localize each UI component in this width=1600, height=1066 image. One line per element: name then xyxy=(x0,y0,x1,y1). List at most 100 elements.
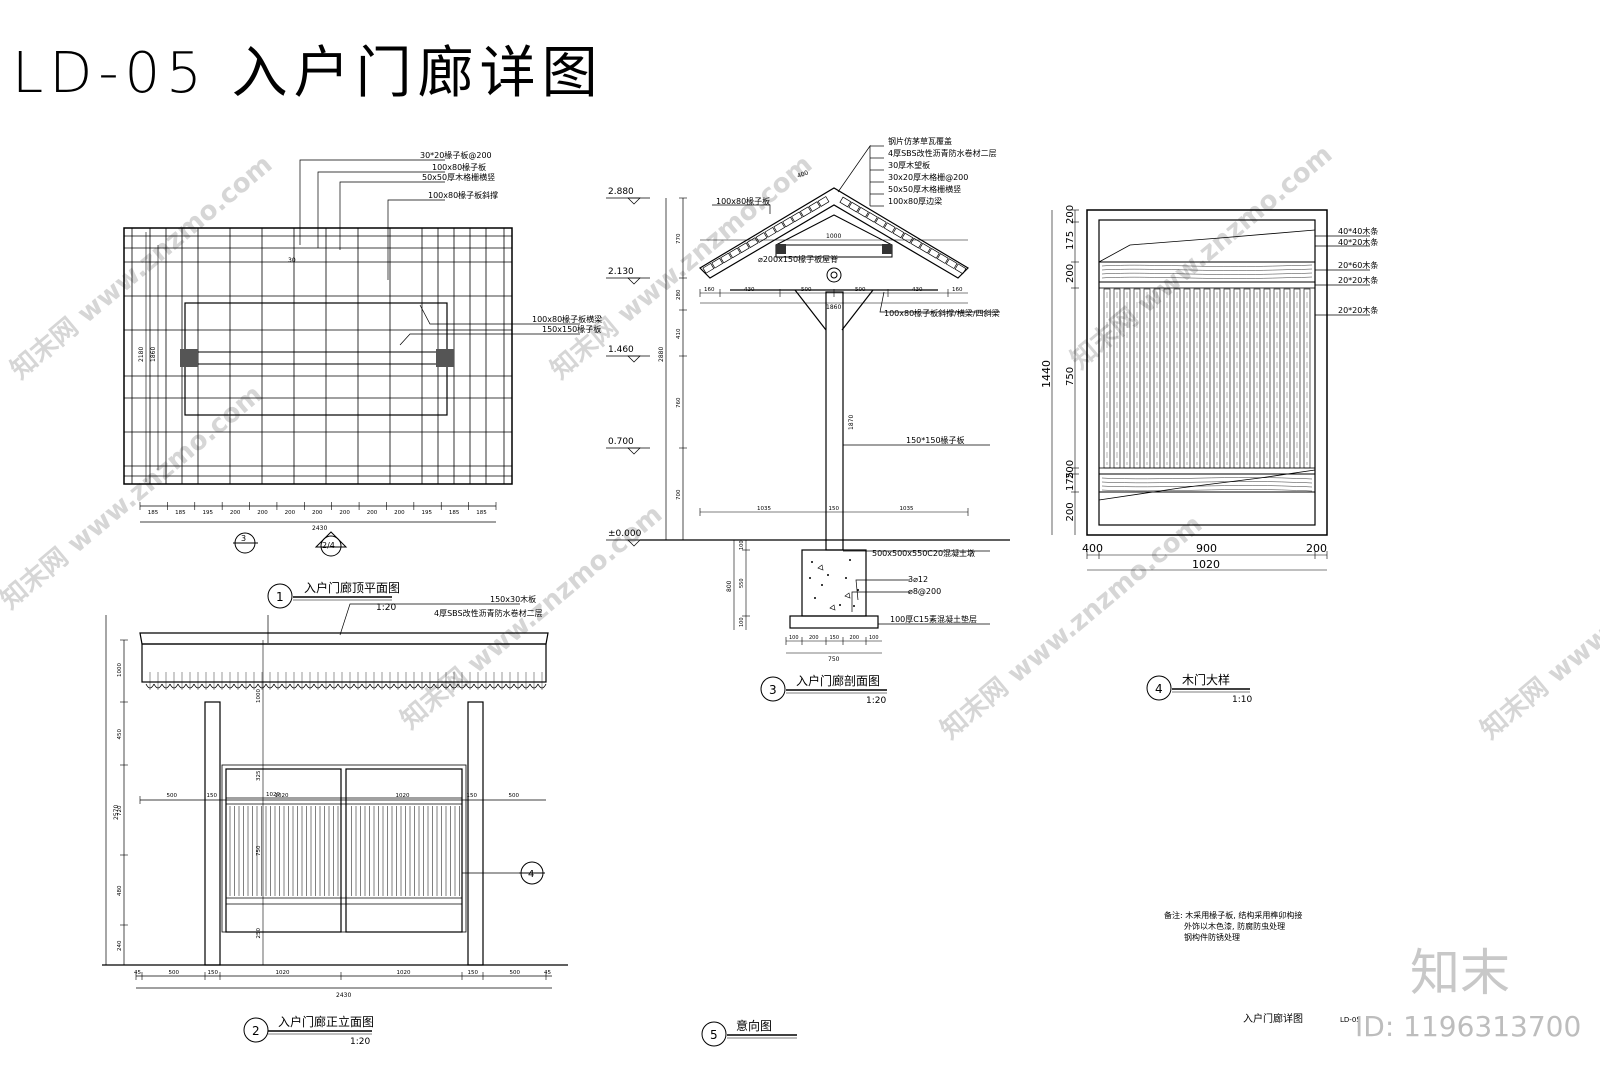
sec-top-dim: 500 xyxy=(855,287,866,293)
elev-door-frame xyxy=(221,764,467,933)
door-vert-dim: 175 xyxy=(1065,231,1076,250)
view-number-circle xyxy=(760,676,786,702)
roof-tile xyxy=(817,196,830,207)
sec-note: 钢片仿茅草瓦覆盖 xyxy=(888,136,952,146)
door-slats xyxy=(1103,288,1311,469)
elev-door-width: 1020 xyxy=(266,792,280,798)
sec-footing-note: 500x500x550C20混凝土墩 xyxy=(872,548,975,558)
elev-inner-dim: 250 xyxy=(256,928,262,939)
elev-side-dim: 720 xyxy=(117,805,123,816)
door-vtotal: 1440 xyxy=(1040,360,1053,388)
sec-top-dim: 500 xyxy=(801,287,812,293)
sec-footing-vdim: 100 xyxy=(739,617,745,627)
plan-note: 150x150椽子板 xyxy=(542,324,601,334)
door-frame-outer xyxy=(1086,209,1328,536)
elev-mid-dim: 1020 xyxy=(396,793,410,799)
roof-tile xyxy=(702,262,715,274)
door-rail-bottom-2 xyxy=(1098,473,1316,493)
watermark: 知末网 www.znzmo.com xyxy=(545,149,818,385)
door-slat xyxy=(1183,288,1191,469)
sec-footing-total: 750 xyxy=(828,656,840,663)
elev-side-dim: 1000 xyxy=(117,663,123,677)
door-slat xyxy=(1133,288,1141,469)
door-slat xyxy=(1153,288,1161,469)
concrete-dot xyxy=(849,559,851,561)
door-slat xyxy=(1243,288,1251,469)
elev-mid-dim: 500 xyxy=(509,793,520,799)
remarks: 备注: 木采用椽子板, 结构采用榫卯构接 外饰以木色漆, 防腐防虫处理 钢构件防… xyxy=(1164,910,1302,942)
roof-tile xyxy=(883,222,896,234)
watermark: 知末网 www.znzmo.com xyxy=(935,509,1208,745)
elev-side-dim: 240 xyxy=(117,940,123,951)
plan-note: 50x50厚木格栅横竖 xyxy=(422,172,495,182)
watermark: 知末网 www.znzmo.com xyxy=(1475,509,1600,745)
view-number: 4 xyxy=(1155,682,1163,696)
door-htotal: 1020 xyxy=(1192,558,1220,571)
roof-tile xyxy=(866,212,878,223)
concrete-dot xyxy=(839,604,841,606)
door-rail-top-inner xyxy=(1098,281,1316,289)
sec-ridge-beam xyxy=(830,271,838,279)
index-marker xyxy=(320,535,342,557)
elev-side-dim: 450 xyxy=(117,729,123,740)
sec-post-note: 150*150椽子板 xyxy=(906,435,965,445)
elev-mid-dim: 150 xyxy=(467,793,478,799)
view-door-detail: 40*40木条 40*20木条 20*60木条 20*20木条 20*20木条 … xyxy=(1040,205,1378,705)
door-vert-dim: 200 xyxy=(1065,264,1076,283)
roof-tile xyxy=(720,252,732,264)
plan-post xyxy=(180,349,198,367)
elev-post xyxy=(204,701,221,966)
plan-dim-value: 195 xyxy=(202,510,213,516)
sec-top-inner: 1000 xyxy=(826,233,841,240)
door-vert-dim: 750 xyxy=(1065,367,1076,386)
view-number: 2 xyxy=(252,1024,260,1038)
roof-tile xyxy=(874,217,887,228)
view-title: 入户门廊剖面图 xyxy=(796,673,880,688)
concrete-dot xyxy=(811,561,813,563)
wood-grain xyxy=(1101,272,1313,275)
footer-title: 入户门廊详图 xyxy=(1243,1012,1303,1025)
concrete-dot xyxy=(821,584,823,586)
plan-total-dim: 2430 xyxy=(312,525,327,532)
plan-note: 100x80椽子板横梁 xyxy=(532,314,602,324)
roof-tile xyxy=(737,242,750,254)
concrete-dot xyxy=(814,597,816,599)
sec-ground-dim: 1035 xyxy=(900,506,914,512)
sec-footing-note: ⌀8@200 xyxy=(908,587,941,596)
elev-fascia xyxy=(141,643,547,683)
door-rail-bottom xyxy=(1098,467,1316,475)
door-label: 20*20木条 xyxy=(1338,275,1378,285)
sec-beam-end xyxy=(882,244,892,254)
door-leaders xyxy=(1315,235,1370,316)
index-marker-label: 2/4 xyxy=(322,541,335,550)
door-slat xyxy=(1273,288,1281,469)
sec-top-dim: 160 xyxy=(704,287,715,293)
level-value: ±0.000 xyxy=(608,529,642,539)
door-slat xyxy=(1283,288,1291,469)
roof-tile xyxy=(954,263,967,275)
remark-line: 钢构件防锈处理 xyxy=(1184,932,1240,942)
door-slat xyxy=(1293,288,1301,469)
sec-top-total: 1860 xyxy=(826,304,841,311)
plan-dim-value: 200 xyxy=(394,510,405,516)
elev-inner-dim: 325 xyxy=(256,770,262,781)
sec-ridge-beam xyxy=(826,267,842,283)
aggregate xyxy=(844,592,851,599)
sec-note: 30厚木望板 xyxy=(888,160,930,170)
wood-grain xyxy=(1101,264,1313,267)
roof-tile xyxy=(808,201,821,212)
plan-side-dim: 1860 xyxy=(150,347,157,362)
sec-footing-hdim: 200 xyxy=(850,635,860,641)
view-scale: 1:10 xyxy=(1232,695,1252,705)
sec-roof-dim: 400 xyxy=(796,169,809,180)
door-horiz-dim: 400 xyxy=(1082,542,1103,555)
sec-note: 30x20厚木格栅@200 xyxy=(888,172,968,182)
view-intent: 5 意向图 xyxy=(701,1018,797,1047)
plan-leaders xyxy=(299,159,580,346)
roof-tile xyxy=(791,211,803,223)
roof-tile xyxy=(799,206,812,218)
roof-tile xyxy=(928,248,940,259)
footer-code: LD-05 xyxy=(1340,1016,1361,1024)
plan-dim-value: 200 xyxy=(230,510,241,516)
